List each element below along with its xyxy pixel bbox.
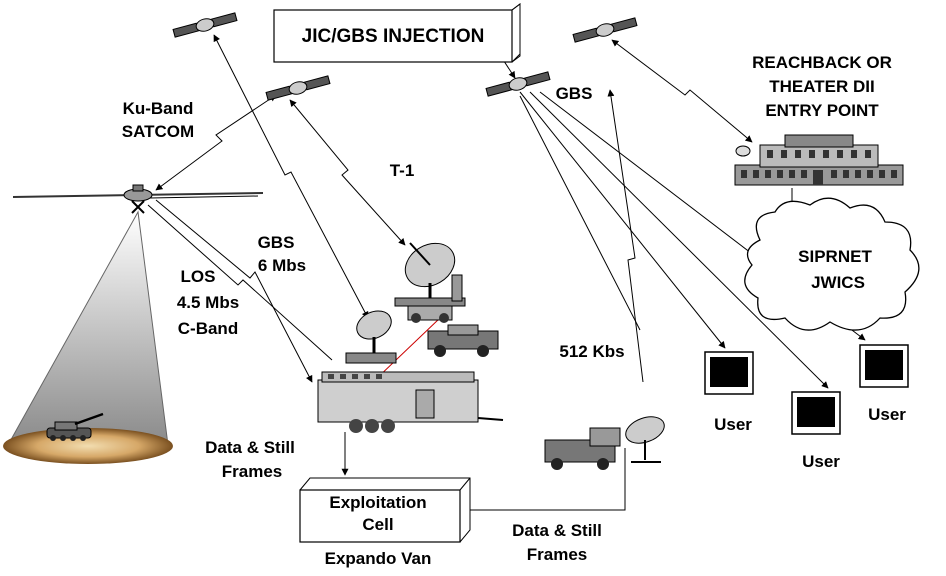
data-right-label-2: Frames — [527, 545, 587, 564]
user-label-3: User — [868, 405, 906, 424]
reachback-label-3: ENTRY POINT — [765, 101, 879, 120]
link-512kbs — [607, 89, 644, 383]
sensor-cone — [7, 210, 169, 446]
building-icon — [734, 134, 904, 186]
link-los-b — [155, 199, 313, 383]
link-laser — [374, 317, 441, 381]
exploitation-label-2: Cell — [362, 515, 393, 534]
satellite-icon — [265, 75, 331, 101]
user-label-1: User — [714, 415, 752, 434]
gbs-mid-label-1: GBS — [258, 233, 295, 252]
link-gbs-user2 — [529, 91, 829, 389]
exploitation-cell-box: Exploitation Cell — [299, 477, 471, 543]
satellite-icon — [572, 17, 638, 43]
satellite-dish-small — [345, 310, 397, 364]
los-label-1: LOS — [181, 267, 216, 286]
link-reachback — [611, 39, 753, 143]
reachback-label-2: THEATER DII — [769, 77, 874, 96]
exploitation-label-1: Exploitation — [329, 493, 426, 512]
reachback-label-1: REACHBACK OR — [752, 53, 892, 72]
ground-footprint — [3, 428, 173, 464]
satellite-icon — [485, 71, 551, 97]
truck-dish-icon — [544, 416, 665, 470]
expando-label: Expando Van — [325, 549, 432, 568]
user-label-2: User — [802, 452, 840, 471]
link-cell-truck — [470, 448, 626, 511]
ku-band-label-2: SATCOM — [122, 122, 194, 141]
gbs-top-label: GBS — [556, 84, 593, 103]
comm-links — [147, 34, 866, 511]
link-gbs-6mbs — [213, 34, 369, 319]
link-los-a — [147, 204, 333, 361]
network-cloud — [744, 197, 920, 331]
injection-label: JIC/GBS INJECTION — [302, 26, 485, 47]
jwics-label: JWICS — [811, 273, 865, 292]
injection-box: JIC/GBS INJECTION — [273, 3, 521, 63]
link-t1 — [289, 99, 406, 246]
rate-512-label: 512 Kbs — [559, 342, 624, 361]
satellite-icon — [172, 12, 238, 38]
monitor-icon — [859, 344, 909, 388]
data-left-label-2: Frames — [222, 462, 282, 481]
monitor-icon — [704, 351, 754, 395]
t1-label: T-1 — [390, 161, 415, 180]
trailer-icon — [317, 371, 504, 433]
siprnet-label: SIPRNET — [798, 247, 872, 266]
monitor-icon — [791, 391, 841, 435]
uav-icon — [12, 184, 264, 214]
tank-icon — [46, 412, 104, 441]
link-gbs-user1 — [519, 91, 726, 349]
labels: REACHBACK OR THEATER DII ENTRY POINT Ku-… — [122, 53, 906, 568]
gbs-mid-label-2: 6 Mbs — [258, 256, 306, 275]
data-left-label-1: Data & Still — [205, 438, 295, 457]
ku-band-label-1: Ku-Band — [123, 99, 194, 118]
humvee-icon — [427, 324, 499, 357]
los-label-2: 4.5 Mbs — [177, 293, 239, 312]
los-label-3: C-Band — [178, 319, 238, 338]
satellite-dish-large — [394, 242, 466, 323]
data-right-label-1: Data & Still — [512, 521, 602, 540]
